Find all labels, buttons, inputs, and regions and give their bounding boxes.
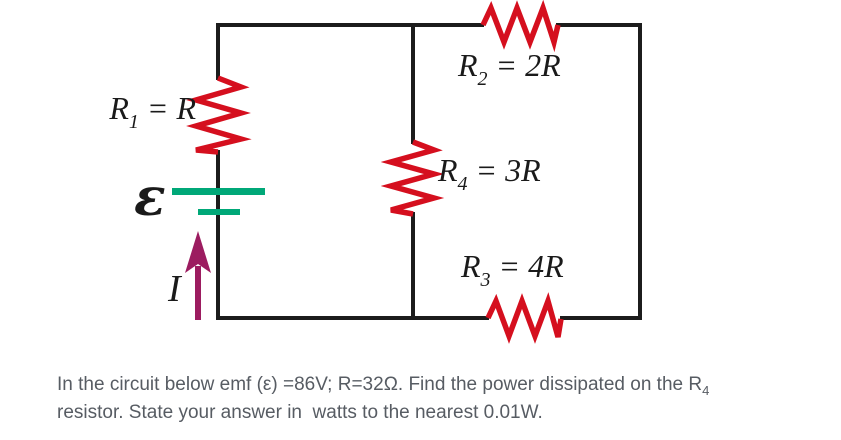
r3-subscript: 3 — [480, 269, 491, 292]
r2-symbol: R — [458, 47, 478, 83]
r1-symbol: R — [109, 90, 129, 126]
current-label: I — [168, 268, 181, 310]
question-line1: In the circuit below emf (ε) =86V; R=32Ω… — [57, 374, 703, 395]
r4-symbol: R — [438, 152, 458, 188]
r2-value: = 2R — [487, 47, 561, 83]
r1-value: = R — [138, 90, 196, 126]
resistor-r3-label: R3 = 4R — [461, 248, 564, 290]
question-text: In the circuit below emf (ε) =86V; R=32Ω… — [57, 371, 797, 427]
resistor-r2-label: R2 = 2R — [458, 47, 561, 89]
r4-subscript: 4 — [457, 173, 468, 196]
resistor-r1-zigzag — [186, 75, 252, 155]
circuit-diagram — [172, 0, 642, 344]
resistor-r4-zigzag — [380, 139, 445, 217]
battery-long-plate — [172, 188, 265, 195]
resistor-r3-zigzag — [485, 292, 564, 344]
r1-subscript: 1 — [128, 111, 139, 134]
r3-symbol: R — [461, 248, 481, 284]
r2-subscript: 2 — [477, 68, 488, 91]
resistor-r2-zigzag — [480, 0, 561, 53]
r3-value: = 4R — [490, 248, 564, 284]
emf-label: ε — [134, 167, 166, 228]
r4-value: = 3R — [467, 152, 541, 188]
resistor-r1-label: R1 = R — [70, 90, 196, 132]
question-line1-subscript: 4 — [702, 382, 710, 398]
question-line2: resistor. State your answer in watts to … — [57, 402, 543, 423]
resistor-r4-label: R4 = 3R — [438, 152, 541, 194]
battery-short-plate — [198, 209, 240, 215]
current-arrow-head — [185, 231, 211, 273]
